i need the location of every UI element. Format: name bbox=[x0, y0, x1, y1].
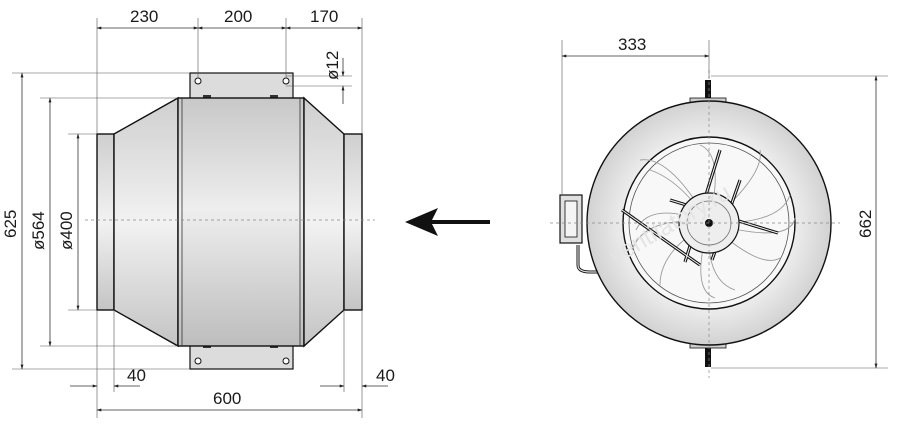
dim-label-height: 662 bbox=[856, 210, 875, 238]
bracket-hole bbox=[194, 357, 202, 365]
dim-label-top-left: 230 bbox=[130, 7, 158, 26]
dim-label-diameter-flange: ø564 bbox=[29, 211, 48, 250]
bracket-hole bbox=[282, 357, 290, 365]
outlet-spigot bbox=[343, 133, 363, 311]
top-mount-tab bbox=[705, 80, 711, 102]
bracket-hole bbox=[282, 77, 290, 85]
dim-label-height-total: 625 bbox=[1, 210, 20, 238]
inlet-cone bbox=[113, 96, 179, 348]
outlet-cone bbox=[303, 96, 345, 348]
dim-label-spigot-left: 40 bbox=[127, 366, 146, 385]
inlet-spigot bbox=[96, 133, 115, 311]
side-view: 230 200 170 ø12 625 ø564 ø400 40 40 600 bbox=[1, 7, 395, 418]
dim-label-top-mid: 200 bbox=[224, 7, 252, 26]
dim-label-spigot-right: 40 bbox=[376, 366, 395, 385]
dim-label-diameter-spigot: ø400 bbox=[57, 211, 76, 250]
dim-label-offset: 333 bbox=[618, 35, 646, 54]
front-view: ventilatory.ru 333 662 bbox=[550, 35, 888, 378]
dim-label-hole: ø12 bbox=[323, 51, 342, 80]
fan-housing bbox=[177, 97, 305, 347]
dim-label-length: 600 bbox=[213, 389, 241, 408]
bracket-hole bbox=[194, 77, 202, 85]
junction-box bbox=[559, 194, 640, 274]
dim-label-top-right: 170 bbox=[310, 7, 338, 26]
airflow-arrow-icon bbox=[405, 208, 490, 236]
bottom-mount-tab bbox=[705, 345, 711, 367]
